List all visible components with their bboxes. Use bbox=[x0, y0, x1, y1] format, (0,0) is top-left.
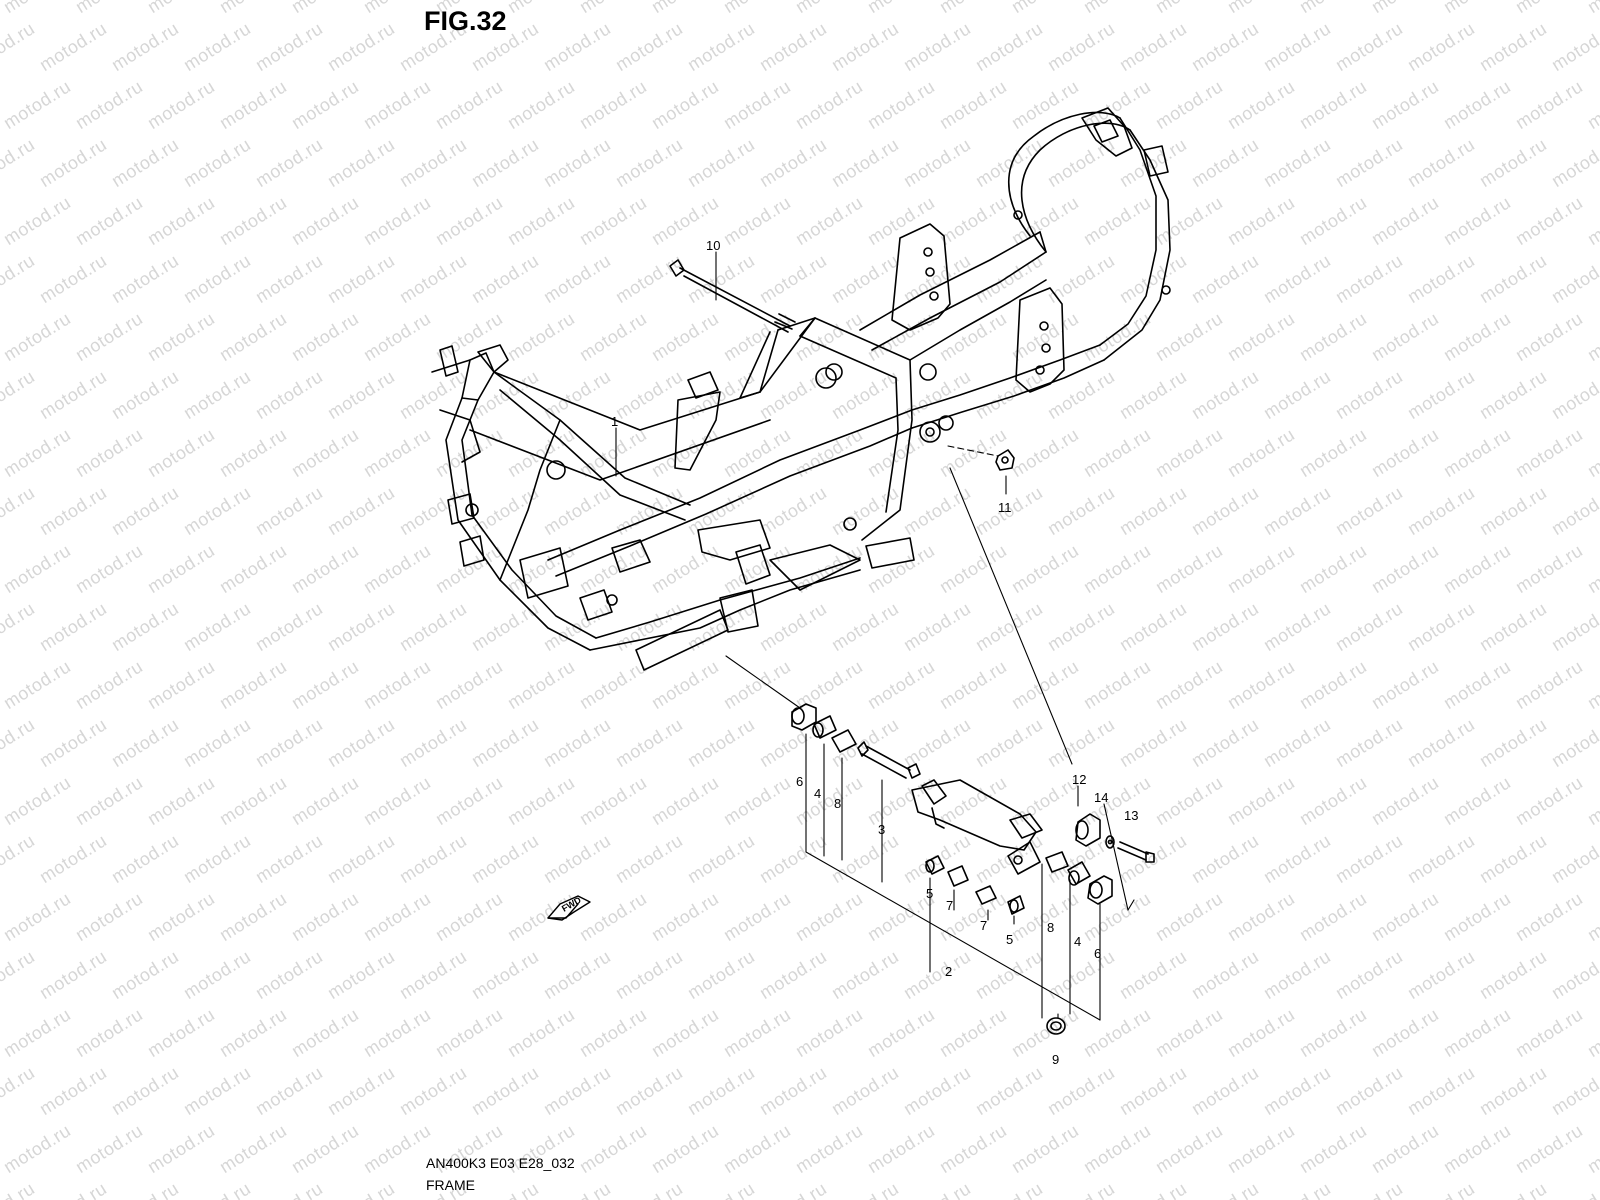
callout-label: 4 bbox=[814, 786, 821, 801]
callout-label: 11 bbox=[998, 500, 1012, 515]
nut-11 bbox=[995, 449, 1015, 471]
callout-label: 13 bbox=[1124, 808, 1138, 823]
long-bolt-10 bbox=[669, 259, 796, 333]
figure-code: AN400K3 E03 E28_032 bbox=[426, 1155, 575, 1171]
callout-label: 8 bbox=[834, 796, 841, 811]
callout-label: 7 bbox=[946, 898, 953, 913]
callout-label: 2 bbox=[945, 964, 952, 979]
leader-lines bbox=[615, 251, 1073, 765]
rear-frame bbox=[859, 107, 1171, 429]
callout-label: 8 bbox=[1047, 920, 1054, 935]
parts-exploded bbox=[791, 703, 1155, 1035]
figure-name: FRAME bbox=[426, 1177, 475, 1193]
callout-label: 6 bbox=[796, 774, 803, 789]
callout-label: 7 bbox=[980, 918, 987, 933]
figure-title: FIG.32 bbox=[424, 6, 507, 36]
callout-label: 9 bbox=[1052, 1052, 1059, 1067]
callout-label: 5 bbox=[1006, 932, 1013, 947]
fwd-arrow-icon bbox=[547, 895, 591, 921]
callout-labels: 1 10 11 12 14 13 6 4 8 3 5 7 7 5 2 8 4 6… bbox=[611, 238, 1138, 1067]
grouping-lines bbox=[805, 733, 1135, 1021]
callout-label: 6 bbox=[1094, 946, 1101, 961]
callout-label: 10 bbox=[706, 238, 720, 253]
callout-label: 14 bbox=[1094, 790, 1108, 805]
callout-label: 12 bbox=[1072, 772, 1086, 787]
main-frame bbox=[431, 317, 954, 671]
callout-label: 3 bbox=[878, 822, 885, 837]
callout-label: 5 bbox=[926, 886, 933, 901]
callout-label: 4 bbox=[1074, 934, 1081, 949]
callout-label: 1 bbox=[611, 414, 618, 429]
